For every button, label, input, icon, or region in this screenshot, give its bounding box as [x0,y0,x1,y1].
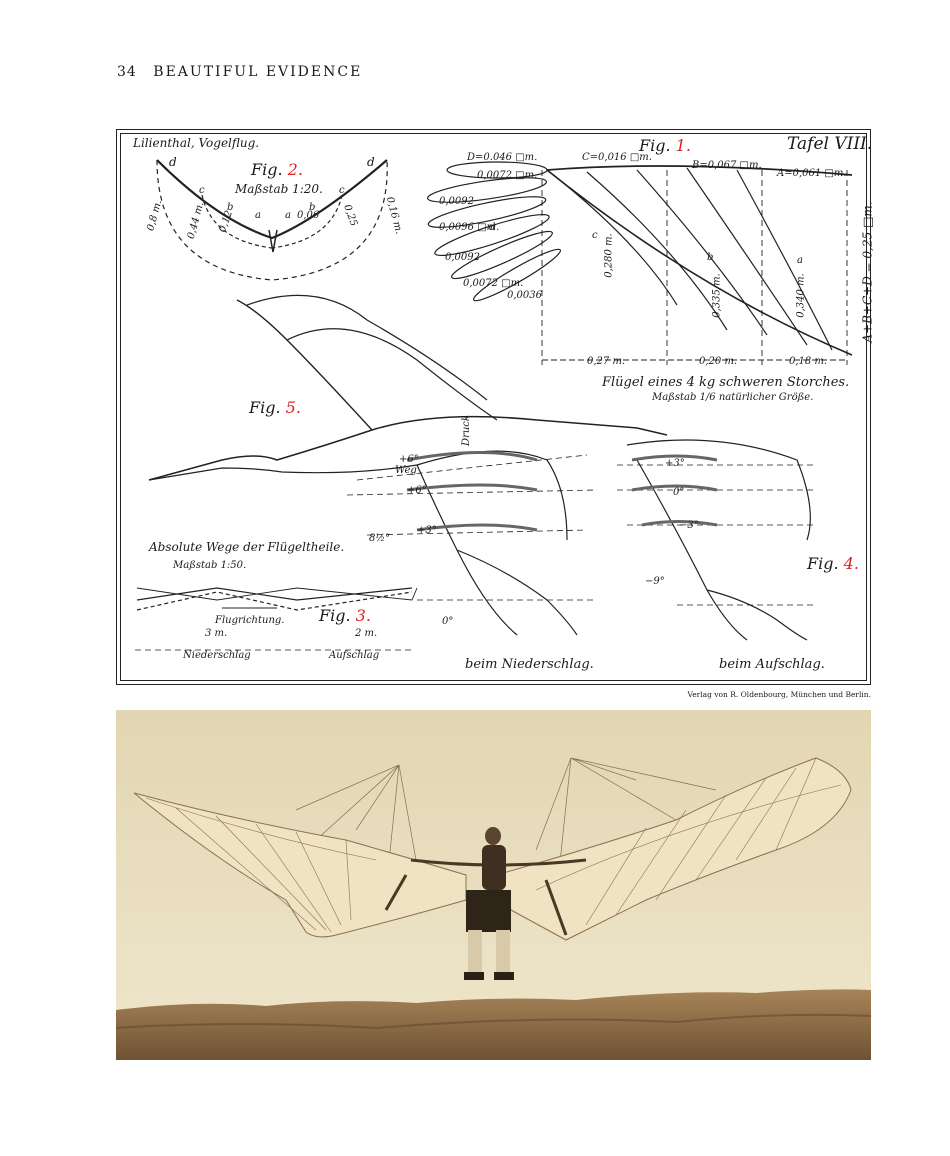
page-number: 34 [117,64,137,80]
fig2-point-c-right: c [339,185,345,196]
page-header: 34 BEAUTIFUL EVIDENCE [117,64,362,80]
fig1-measure-b: 0,335 m. [711,273,723,318]
fig2-point-c-left: c [199,185,205,196]
feather-area-5: 0,0072 □m. [463,278,524,289]
fig1-point-b: b [707,252,714,263]
fig2-number: 2. [287,160,303,179]
fig1-total-area: A+B+C+D = 0,25 □m. [860,201,875,343]
plate-drawing [135,159,853,651]
fig4-label: Fig. 4. [807,554,859,573]
fig2-scale: Maßstab 1:20. [235,182,323,196]
feather-area-6: 0,0036 [507,290,542,301]
fig3-direction: Flugrichtung. [215,615,285,626]
publisher-credit: Verlag von R. Oldenbourg, München und Be… [687,690,871,699]
fig3-word: Fig. [319,606,351,625]
fig1-measure-c: 0,280 m. [603,233,615,278]
feather-area-1: 0,0072 □m. [477,170,538,181]
fig4-word: Fig. [807,554,839,573]
fig2-point-a-right: a [285,210,291,221]
fig3-title: Absolute Wege der Flügeltheile. [149,540,345,554]
lilienthal-plate: Lilienthal, Vogelflug. Tafel VIII. Fig. … [116,129,875,685]
fig1-area-d: D=0.046 □m. [467,152,538,163]
plate-author: Lilienthal, Vogelflug. [133,136,260,150]
fig4-angle-1: +3° [665,458,685,469]
fig2-point-a-left: a [255,210,261,221]
fig2-label: Fig. 2. [251,160,303,179]
fig2-point-d-right: d [367,155,375,169]
fig2-dim-4: 0,06 [297,210,320,221]
fig2-point-b-right: b [309,202,316,213]
fig5-path: Weg [395,465,417,476]
fig1-measure-a: 0,340 m. [795,273,807,318]
fig2-point-d-left: d [169,155,177,169]
fig1-caption: Flügel eines 4 kg schweren Storches. [602,375,850,390]
fig4-angle-3: −3° [679,520,699,531]
fig3-scale: Maßstab 1:50. [173,560,247,571]
fig1-point-d: d [489,222,496,233]
fig5-angle-2: +6° [407,485,427,496]
fig5-pressure: Druck [460,415,472,446]
feather-area-3: 0,0096 □m. [439,222,500,233]
glider-photograph [116,710,871,1060]
fig1-span-3: 0,18 m. [789,356,828,367]
plate-number: Tafel VIII. [787,134,873,154]
fig3-label: Fig. 3. [319,606,371,625]
fig1-span-2: 0,20 m. [699,356,738,367]
fig3-upstroke: Aufschlag [329,650,380,661]
fig1-scale: Maßstab 1/6 natürlicher Größe. [652,392,814,403]
fig3-left-span: 3 m. [205,628,228,639]
fig5-word: Fig. [249,398,281,417]
plate-border [120,133,867,681]
feather-area-4: 0,0092 [445,252,480,263]
fig4-number: 4. [843,554,859,573]
fig2-point-b-left: b [227,202,234,213]
fig5-angle-3: +3° [417,525,437,536]
fig4-angle-4: −9° [645,576,665,587]
fig3-number: 3. [355,606,371,625]
fig1-span-1: 0,27 m. [587,356,626,367]
fig3-downstroke: Niederschlag [183,650,251,661]
fig2-word: Fig. [251,160,283,179]
fig5-angle-5: 0° [442,616,454,627]
glider-photo-image [116,710,871,1060]
fig5-angle-4: 8½° [369,533,391,544]
fig4-caption: beim Aufschlag. [719,657,825,672]
fig1-area-c: C=0,016 □m. [582,152,652,163]
feather-area-2: 0,0092 [439,196,474,207]
fig1-point-c: c [592,230,598,241]
fig5-label: Fig. 5. [249,398,301,417]
fig1-label: Fig. 1. [639,136,691,155]
fig3-right-span: 2 m. [355,628,378,639]
fig5-caption: beim Niederschlag. [465,657,594,672]
fig4-angle-2: 0° [673,487,685,498]
fig1-point-a: a [797,255,803,266]
fig1-word: Fig. [639,136,671,155]
fig1-number: 1. [675,136,691,155]
fig5-number: 5. [285,398,301,417]
fig1-area-a: A=0,061 □m. [777,168,847,179]
fig5-angle-1: +6° [399,454,419,465]
fig1-area-b: B=0,067 □m. [692,160,762,171]
aviator-figure [464,827,514,980]
book-title: BEAUTIFUL EVIDENCE [153,64,363,80]
